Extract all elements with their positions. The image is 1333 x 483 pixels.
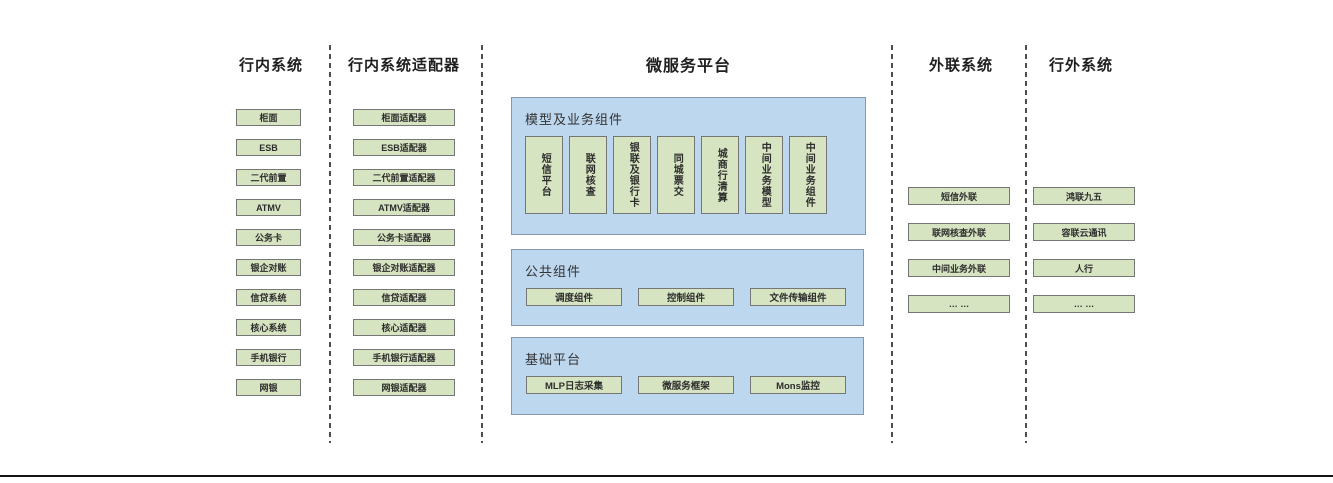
external-link-system-box: … … bbox=[908, 295, 1010, 313]
internal-system-box: 核心系统 bbox=[236, 319, 301, 336]
external-link-system-box: 短信外联 bbox=[908, 187, 1010, 205]
internal-adapter-box: 二代前置适配器 bbox=[353, 169, 455, 186]
panel-common-components: 公共组件 调度组件控制组件文件传输组件 bbox=[511, 249, 864, 326]
base-platform-list: MLP日志采集微服务框架 Mons监控 bbox=[526, 376, 863, 394]
internal-system-box: 手机银行 bbox=[236, 349, 301, 366]
panel-title-common-components: 公共组件 bbox=[525, 264, 582, 279]
base-platform-box: Mons监控 bbox=[750, 376, 846, 394]
external-link-system-box: 联网核查外联 bbox=[908, 223, 1010, 241]
panel-base-platform: 基础平台 MLP日志采集微服务框架 Mons监控 bbox=[511, 337, 864, 415]
column-separator-4 bbox=[1025, 45, 1027, 443]
internal-adapter-box: 银企对账适配器 bbox=[353, 259, 455, 276]
internal-adapter-box: 核心适配器 bbox=[353, 319, 455, 336]
internal-system-box: ATMV bbox=[236, 199, 301, 216]
internal-system-box: ESB bbox=[236, 139, 301, 156]
internal-adapter-box: 柜面适配器 bbox=[353, 109, 455, 126]
column-header-external-link-systems: 外联系统 bbox=[928, 57, 993, 74]
business-component-box: 中间业务模型 bbox=[745, 136, 783, 214]
model-business-components-list: 短信平台联网核查银联及银行卡同城票交城商行清算中间业务模型中间业务组件 bbox=[525, 136, 865, 214]
column-separator-1 bbox=[329, 45, 331, 443]
outside-system-box: 鸿联九五 bbox=[1033, 187, 1135, 205]
internal-system-box: 二代前置 bbox=[236, 169, 301, 186]
internal-adapter-box: ATMV适配器 bbox=[353, 199, 455, 216]
internal-system-box: 柜面 bbox=[236, 109, 301, 126]
business-component-box: 联网核查 bbox=[569, 136, 607, 214]
internal-adapter-box: 网银适配器 bbox=[353, 379, 455, 396]
internal-system-box: 银企对账 bbox=[236, 259, 301, 276]
outside-system-box: … … bbox=[1033, 295, 1135, 313]
column-header-outside-systems: 行外系统 bbox=[1048, 57, 1113, 74]
base-platform-box: MLP日志采集 bbox=[526, 376, 622, 394]
column-separator-3 bbox=[891, 45, 893, 443]
internal-adapters-list: 柜面适配器 ESB适配器二代前置适配器 ATMV适配器公务卡适配器银企对账适配器信贷… bbox=[353, 109, 455, 396]
internal-system-box: 信贷系统 bbox=[236, 289, 301, 306]
column-header-internal-adapters: 行内系统适配器 bbox=[347, 57, 460, 74]
internal-adapter-box: 信贷适配器 bbox=[353, 289, 455, 306]
business-component-box: 城商行清算 bbox=[701, 136, 739, 214]
bottom-border-line bbox=[0, 475, 1333, 477]
internal-system-box: 网银 bbox=[236, 379, 301, 396]
business-component-box: 银联及银行卡 bbox=[613, 136, 651, 214]
base-platform-box: 微服务框架 bbox=[638, 376, 734, 394]
external-link-system-box: 中间业务外联 bbox=[908, 259, 1010, 277]
outside-system-box: 人行 bbox=[1033, 259, 1135, 277]
business-component-box: 中间业务组件 bbox=[789, 136, 827, 214]
external-link-systems-list: 短信外联联网核查外联中间业务外联 … … bbox=[908, 187, 1010, 313]
column-header-internal-systems: 行内系统 bbox=[238, 57, 303, 74]
outside-system-box: 容联云通讯 bbox=[1033, 223, 1135, 241]
internal-system-box: 公务卡 bbox=[236, 229, 301, 246]
internal-adapter-box: 手机银行适配器 bbox=[353, 349, 455, 366]
column-header-microservice-platform: 微服务平台 bbox=[645, 58, 731, 75]
common-components-list: 调度组件控制组件文件传输组件 bbox=[526, 288, 863, 306]
common-component-box: 控制组件 bbox=[638, 288, 734, 306]
internal-adapter-box: 公务卡适配器 bbox=[353, 229, 455, 246]
panel-title-base-platform: 基础平台 bbox=[525, 352, 582, 367]
column-separator-2 bbox=[481, 45, 483, 443]
business-component-box: 短信平台 bbox=[525, 136, 563, 214]
panel-title-model-business: 模型及业务组件 bbox=[525, 112, 624, 127]
common-component-box: 文件传输组件 bbox=[750, 288, 846, 306]
internal-adapter-box: ESB适配器 bbox=[353, 139, 455, 156]
outside-systems-list: 鸿联九五容联云通讯人行 … … bbox=[1033, 187, 1135, 313]
panel-model-business-components: 模型及业务组件 短信平台联网核查银联及银行卡同城票交城商行清算中间业务模型中间业… bbox=[511, 97, 866, 235]
common-component-box: 调度组件 bbox=[526, 288, 622, 306]
internal-systems-list: 柜面 ESB 二代前置 ATMV 公务卡银企对账信贷系统核心系统手机银行网银 bbox=[236, 109, 301, 396]
business-component-box: 同城票交 bbox=[657, 136, 695, 214]
